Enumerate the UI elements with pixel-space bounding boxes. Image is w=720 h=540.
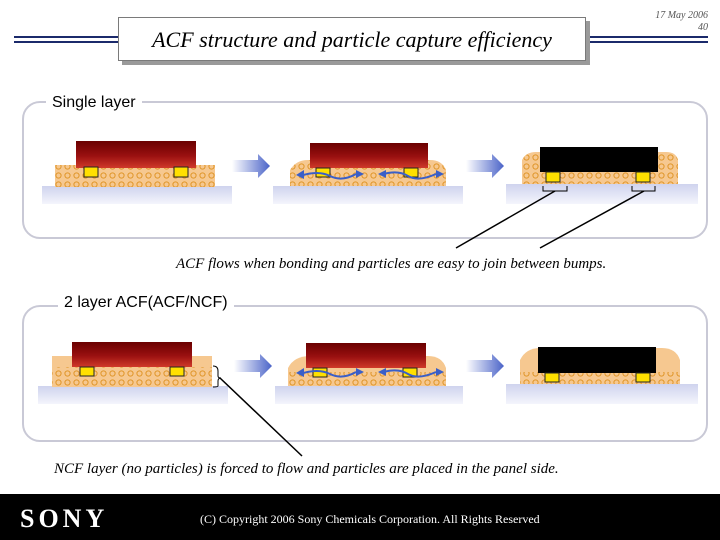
two-layer-label: 2 layer ACF(ACF/NCF) [58, 294, 234, 312]
two-layer-caption: NCF layer (no particles) is forced to fl… [54, 461, 559, 478]
single-layer-label: Single layer [46, 94, 142, 112]
header-rule-left [14, 36, 118, 38]
arrow-icon [466, 354, 504, 378]
arrow-icon [234, 354, 272, 378]
page-title: ACF structure and particle capture effic… [152, 27, 552, 52]
two-layer-stage-1 [38, 342, 228, 404]
date-text: 17 May 2006 [655, 10, 708, 21]
slide-date: 17 May 2006 40 [655, 10, 708, 34]
header-rule-right [588, 36, 708, 38]
single-stage-2 [273, 143, 463, 204]
sony-logo: SONY [20, 504, 109, 533]
header-rule-right [588, 41, 708, 43]
title-box: ACF structure and particle capture effic… [118, 17, 586, 61]
footer-bar: SONY (C) Copyright 2006 Sony Chemicals C… [0, 494, 720, 540]
two-layer-stage-2 [275, 343, 463, 404]
two-layer-stage-3 [506, 347, 698, 404]
single-stage-3 [506, 147, 698, 204]
arrow-icon [466, 154, 504, 178]
header-rule-left [14, 41, 118, 43]
single-layer-caption: ACF flows when bonding and particles are… [176, 256, 607, 273]
copyright-text: (C) Copyright 2006 Sony Chemicals Corpor… [200, 512, 540, 526]
page-number: 40 [698, 22, 708, 33]
single-stage-1 [42, 141, 232, 204]
arrow-icon [232, 154, 270, 178]
